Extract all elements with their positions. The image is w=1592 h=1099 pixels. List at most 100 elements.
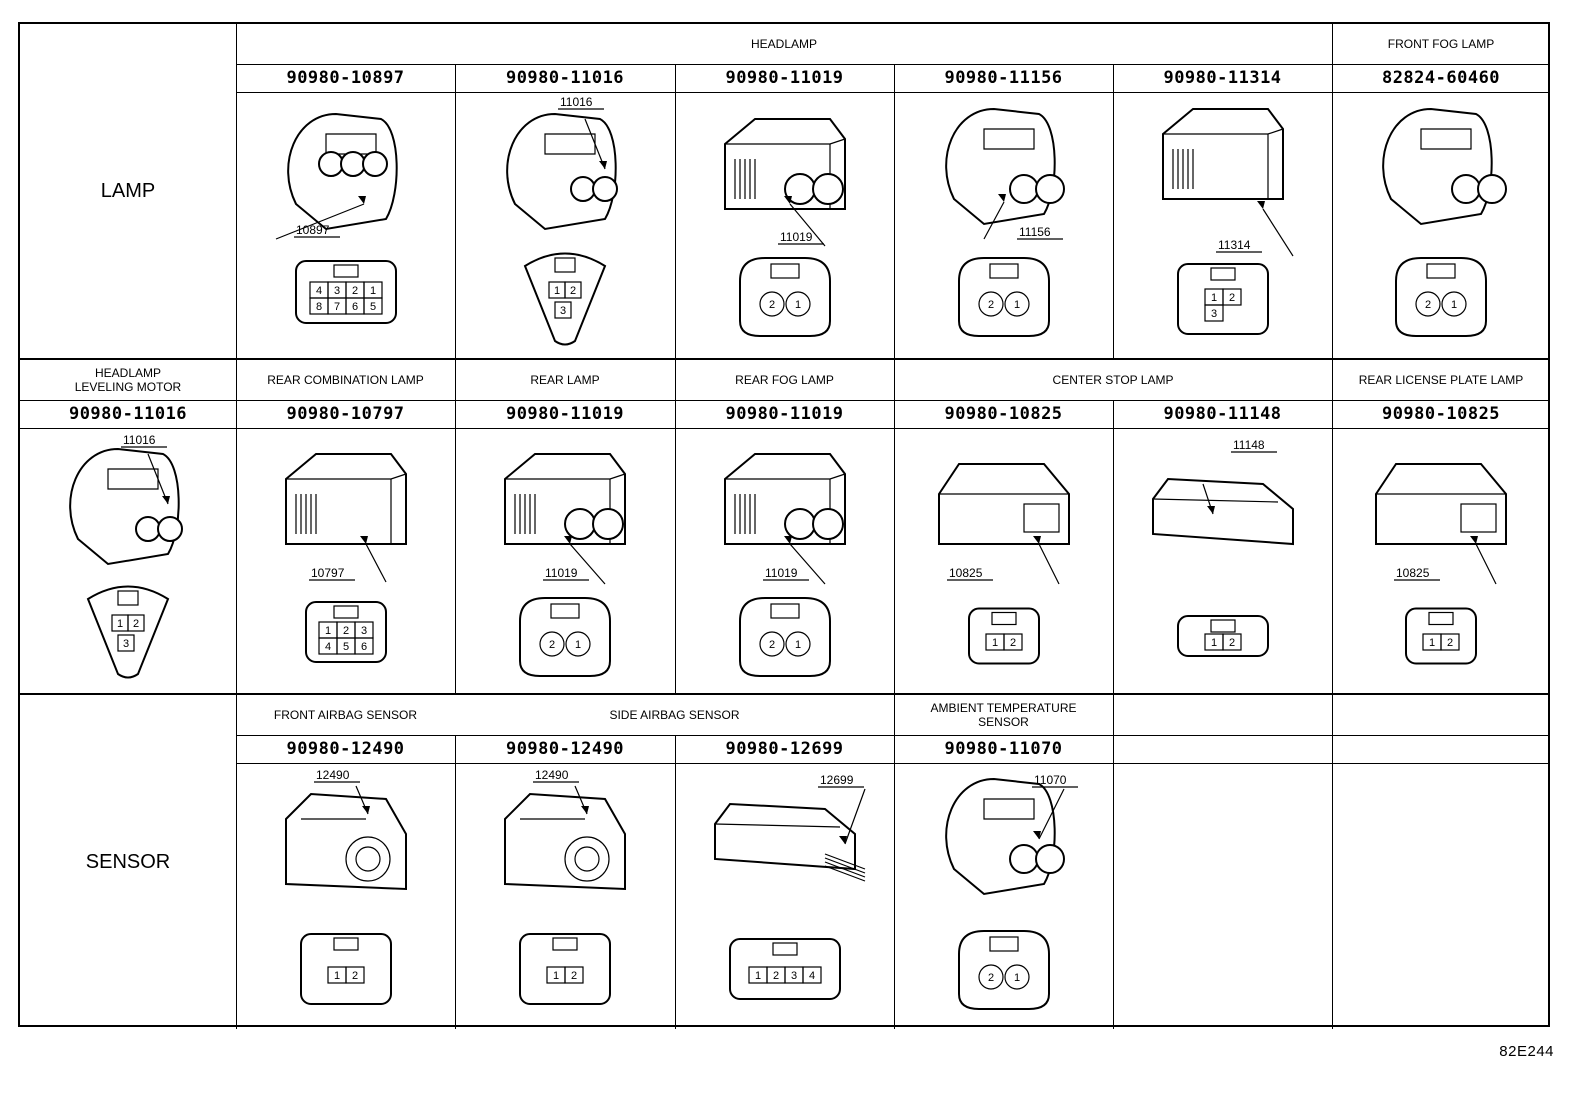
connector-housing [285, 792, 407, 891]
pin-number: 1 [755, 970, 761, 982]
pin-number: 2 [988, 299, 994, 311]
grid-line [455, 64, 456, 358]
grid-line [236, 763, 1550, 764]
wire-lead [824, 861, 866, 878]
part-number: 90980-11070 [944, 739, 1063, 759]
terminal-plug [812, 508, 844, 540]
grid-line [675, 64, 676, 358]
pin-number: 6 [361, 641, 367, 653]
pin-number: 5 [370, 301, 376, 313]
pin-number: 1 [575, 639, 581, 651]
leader-line [1475, 543, 1497, 585]
caption-line: LEVELING MOTOR [74, 380, 182, 394]
grid-line [20, 400, 1550, 401]
grid-line [894, 695, 895, 1029]
pin-number: 8 [316, 301, 322, 313]
part-number: 90980-11019 [725, 68, 844, 88]
pin-cavity [978, 964, 1004, 990]
leader-arrowhead [599, 161, 607, 169]
pin-cavity [127, 614, 145, 632]
grid-line [20, 428, 1550, 429]
grid-line [236, 360, 237, 693]
pin-cavity [554, 301, 572, 319]
part-number: 90980-11019 [505, 404, 625, 424]
pin-number: 3 [560, 305, 566, 317]
connector-housing [506, 112, 617, 231]
caption-line: HEADLAMP [94, 366, 162, 380]
caption-line: AMBIENT TEMPERATURE [930, 701, 1077, 715]
terminal-plug [1477, 174, 1507, 204]
connector-housing [69, 447, 180, 566]
terminal-plug [1451, 174, 1481, 204]
pin-cavity [1204, 304, 1224, 322]
pin-number: 5 [343, 641, 349, 653]
pin-number: 1 [1014, 299, 1020, 311]
leader-line [1262, 208, 1294, 257]
pin-number: 2 [133, 618, 139, 630]
pin-number: 2 [549, 639, 555, 651]
pin-number: 1 [992, 637, 998, 649]
part-number: 90980-12490 [505, 739, 625, 759]
terminal-plug [570, 176, 596, 202]
pin-cavity [117, 634, 135, 652]
grid-line [1113, 400, 1114, 693]
wire-lead [824, 857, 866, 874]
part-tag: 12490 [316, 768, 350, 782]
pin-number: 2 [1447, 637, 1453, 649]
grid-line [1113, 64, 1114, 358]
connector-housing [938, 463, 1070, 545]
part-number: 90980-10825 [944, 404, 1063, 424]
pin-number: 3 [361, 625, 367, 637]
terminal-plug [340, 151, 366, 177]
terminal-plug [1009, 844, 1039, 874]
pin-number: 2 [570, 285, 576, 297]
pin-number: 1 [795, 639, 801, 651]
pin-cavity [785, 291, 811, 317]
leader-line [789, 543, 826, 585]
leader-arrowhead [1033, 831, 1041, 839]
grid-line [1332, 24, 1333, 1029]
pin-number: 1 [554, 285, 560, 297]
connector-housing [1375, 463, 1507, 545]
grid-line [236, 735, 1550, 736]
part-number: 90980-10825 [1381, 404, 1501, 424]
pin-number: 7 [334, 301, 340, 313]
pin-number: 2 [1425, 299, 1431, 311]
group-headlamp: HEADLAMP [750, 37, 818, 51]
part-number: 90980-11314 [1163, 68, 1282, 88]
leader-arrowhead [1470, 536, 1478, 544]
group-ambient-temperature-sensor: AMBIENT TEMPERATURE SENSOR [894, 695, 1113, 735]
terminal-plug [592, 176, 618, 202]
part-tag: 11070 [1034, 773, 1067, 787]
group-side-airbag-sensor: SIDE AIRBAG SENSOR [609, 708, 740, 722]
group-rear-lamp: REAR LAMP [530, 373, 600, 387]
pin-cavity [1003, 633, 1023, 651]
pin-number: 2 [769, 639, 775, 651]
pin-cavity [785, 631, 811, 657]
connector-housing [1382, 107, 1493, 226]
leader-arrowhead [1207, 506, 1215, 514]
leader-line [365, 543, 387, 583]
part-number: 90980-12490 [286, 739, 405, 759]
pin-number: 2 [1010, 637, 1016, 649]
connector-housing [504, 792, 626, 891]
pin-cavity [1004, 291, 1030, 317]
part-tag: 11148 [1233, 438, 1265, 452]
leader-arrowhead [839, 836, 847, 844]
leader-arrowhead [1033, 536, 1041, 544]
grid-line [455, 735, 456, 1029]
part-number: 90980-10797 [286, 404, 405, 424]
pin-number: 2 [1229, 292, 1235, 304]
group-rear-license-plate-lamp: REAR LICENSE PLATE LAMP [1358, 373, 1524, 387]
leader-arrowhead [564, 536, 572, 544]
terminal-plug [1009, 174, 1039, 204]
pin-number: 2 [343, 625, 349, 637]
pin-cavity [1222, 633, 1242, 651]
connector-housing [1152, 477, 1294, 546]
part-tag: 11019 [545, 566, 578, 580]
